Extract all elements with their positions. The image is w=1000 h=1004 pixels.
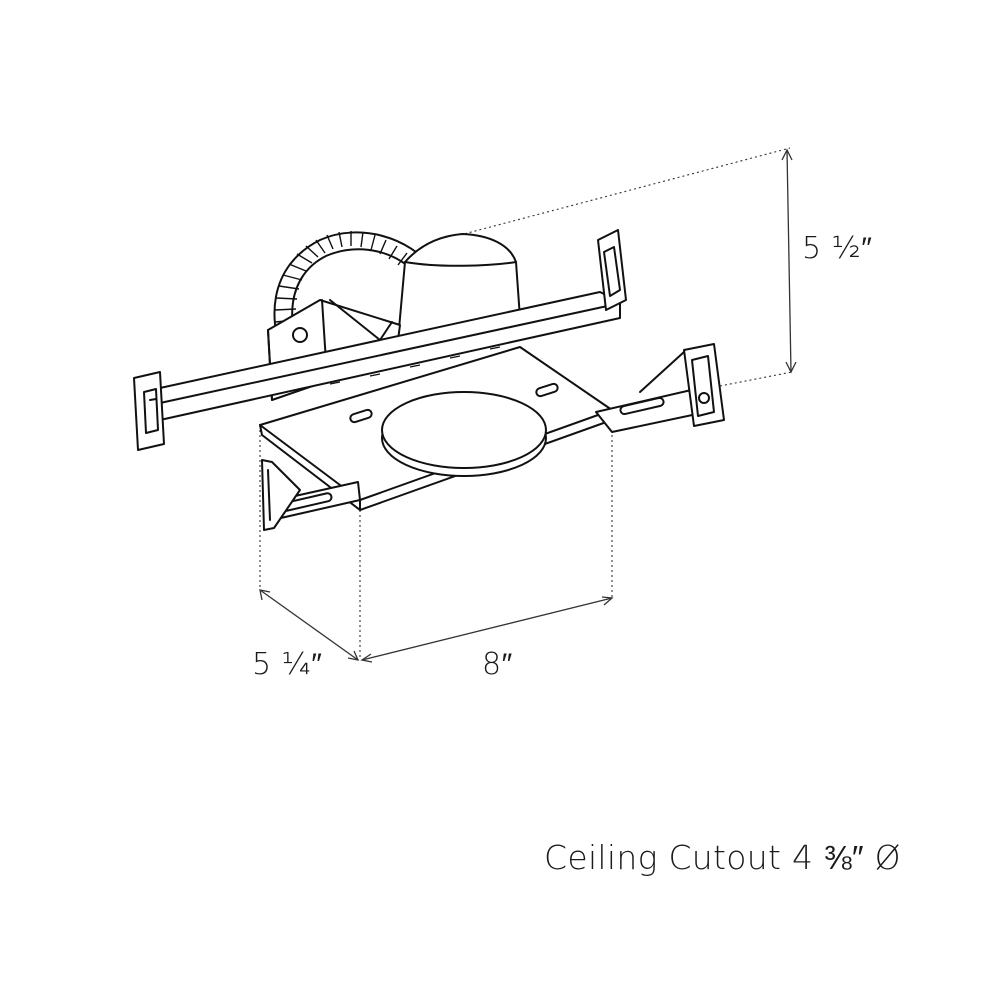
width-dimension-label: 8″ bbox=[482, 647, 513, 682]
back-rail bbox=[133, 229, 627, 451]
height-dimension-label: 5 ½″ bbox=[802, 231, 873, 266]
height-dimension bbox=[459, 147, 797, 387]
housing-can bbox=[397, 233, 521, 341]
aperture-disc bbox=[381, 391, 547, 477]
ceiling-cutout-caption: Ceiling Cutout 4 ⅜″ Ø bbox=[544, 838, 901, 877]
front-rail bbox=[261, 343, 725, 531]
depth-dimension-label: 5 ¼″ bbox=[252, 647, 323, 682]
